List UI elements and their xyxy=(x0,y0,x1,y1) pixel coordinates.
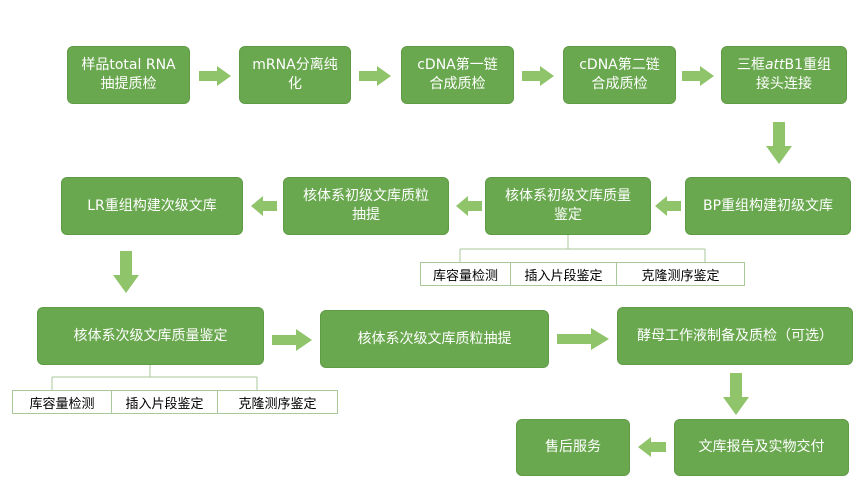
node-yeast-preparation: 酵母工作液制备及质检（可选） xyxy=(617,307,853,365)
arrow-down-1 xyxy=(766,122,792,164)
node-report-and-delivery: 文库报告及实物交付 xyxy=(674,419,849,476)
arrow-right-1 xyxy=(199,66,231,86)
arrow-right-6 xyxy=(557,328,609,350)
arrow-right-3 xyxy=(522,66,554,86)
arrow-left-4 xyxy=(638,437,666,457)
secondary-qc-insert-identification: 插入片段鉴定 xyxy=(111,391,217,413)
primary-qc-items: 库容量检测 插入片段鉴定 克隆测序鉴定 xyxy=(420,262,745,286)
primary-qc-insert-identification: 插入片段鉴定 xyxy=(510,263,616,285)
arrow-right-4 xyxy=(682,66,714,86)
arrow-left-3 xyxy=(251,196,277,216)
arrow-left-2 xyxy=(456,196,482,216)
node-secondary-plasmid-extraction: 核体系次级文库质粒抽提 xyxy=(320,310,549,368)
primary-qc-clone-sequencing: 克隆测序鉴定 xyxy=(616,263,744,285)
secondary-qc-bracket xyxy=(12,365,352,395)
node-cdna-second-strand: cDNA第二链合成质检 xyxy=(563,46,676,104)
node-secondary-library-qc: 核体系次级文库质量鉴定 xyxy=(37,307,264,365)
arrow-down-2 xyxy=(113,251,139,293)
arrow-right-2 xyxy=(359,66,391,86)
primary-qc-bracket xyxy=(420,235,750,267)
node-primary-library-qc: 核体系初级文库质量鉴定 xyxy=(485,177,651,235)
node-lr-secondary-library: LR重组构建次级文库 xyxy=(61,177,243,235)
arrow-down-3 xyxy=(723,373,749,415)
secondary-qc-clone-sequencing: 克隆测序鉴定 xyxy=(217,391,337,413)
node-attb1-adapter-ligation: 三框attB1重组 接头连接 xyxy=(721,46,847,104)
primary-qc-library-capacity: 库容量检测 xyxy=(432,268,498,284)
node-mrna-purification: mRNA分离纯化 xyxy=(239,46,351,104)
secondary-qc-library-capacity: 库容量检测 xyxy=(29,396,95,412)
node-after-sales-service: 售后服务 xyxy=(516,419,630,476)
node-cdna-first-strand: cDNA第一链合成质检 xyxy=(401,46,514,104)
arrow-left-1 xyxy=(655,196,681,216)
arrow-right-5 xyxy=(272,329,312,351)
node-bp-primary-library: BP重组构建初级文库 xyxy=(685,177,851,235)
secondary-qc-items: 库容量检测 插入片段鉴定 克隆测序鉴定 xyxy=(12,390,338,414)
node-primary-plasmid-extraction: 核体系初级文库质粒抽提 xyxy=(283,177,449,235)
